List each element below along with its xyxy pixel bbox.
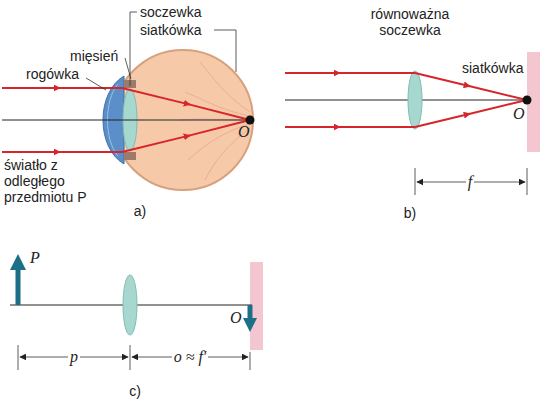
dimension-label: f [466, 174, 474, 190]
image-arrow [243, 318, 257, 332]
point-label: O [513, 106, 525, 122]
dimension-label: o ≈ f′ [172, 349, 209, 365]
part-name: rogówka [26, 66, 79, 82]
part-name: soczewka [140, 4, 201, 20]
dimension-label: p [68, 349, 80, 365]
object-arrow [10, 254, 26, 270]
panel-letter: b) [404, 205, 416, 221]
part-name: równoważna soczewka [363, 6, 458, 38]
point-label: O [238, 124, 250, 140]
part-name: siatkówka [140, 22, 201, 38]
part-name: siatkówka [462, 60, 523, 76]
object-label: P [30, 250, 40, 266]
equivalent-lens [408, 71, 422, 129]
panel-letter: a) [134, 203, 146, 219]
light-ray [2, 88, 250, 152]
panel-letter: c) [129, 383, 141, 399]
part-name: mięsień [70, 48, 118, 64]
image-label: O [230, 310, 242, 326]
light-note: światło z odległego przedmiotu P [4, 157, 104, 205]
